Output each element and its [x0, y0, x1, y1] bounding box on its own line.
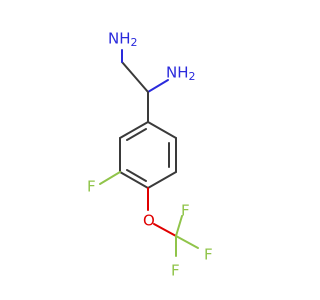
- atom-fluorine-2: F: [204, 246, 213, 264]
- ring-bond-4: [119, 171, 149, 189]
- bond-n-side: [147, 79, 169, 93]
- atom-oxygen: O: [143, 212, 155, 230]
- bond-c-f1: [175, 215, 183, 237]
- subscript-2: 2: [131, 36, 138, 49]
- subscript-2: 2: [189, 70, 196, 83]
- molecule-canvas: NH2 NH2 F O F F F: [87, 29, 213, 280]
- atom-amine-top: NH2: [108, 30, 138, 50]
- atom-amine-side: NH2: [166, 64, 196, 84]
- atom-fluorine-ring: F: [87, 178, 96, 196]
- ring-double-3: [126, 128, 147, 141]
- atom-fluorine-3: F: [171, 262, 180, 280]
- ring-bond-1: [147, 121, 177, 139]
- ring-bond-6: [119, 121, 149, 139]
- ring-double-2: [126, 169, 147, 182]
- bond-ring-f: [99, 171, 121, 185]
- atom-fluorine-1: F: [181, 202, 190, 220]
- bond-c-f2: [175, 235, 199, 249]
- structure-diagram: NH2 NH2 F O F F F: [87, 30, 213, 280]
- bond-ch2-ch: [121, 61, 149, 93]
- bond-o-c: [153, 223, 177, 237]
- ring-bond-3: [147, 171, 177, 189]
- bonds: [99, 49, 199, 257]
